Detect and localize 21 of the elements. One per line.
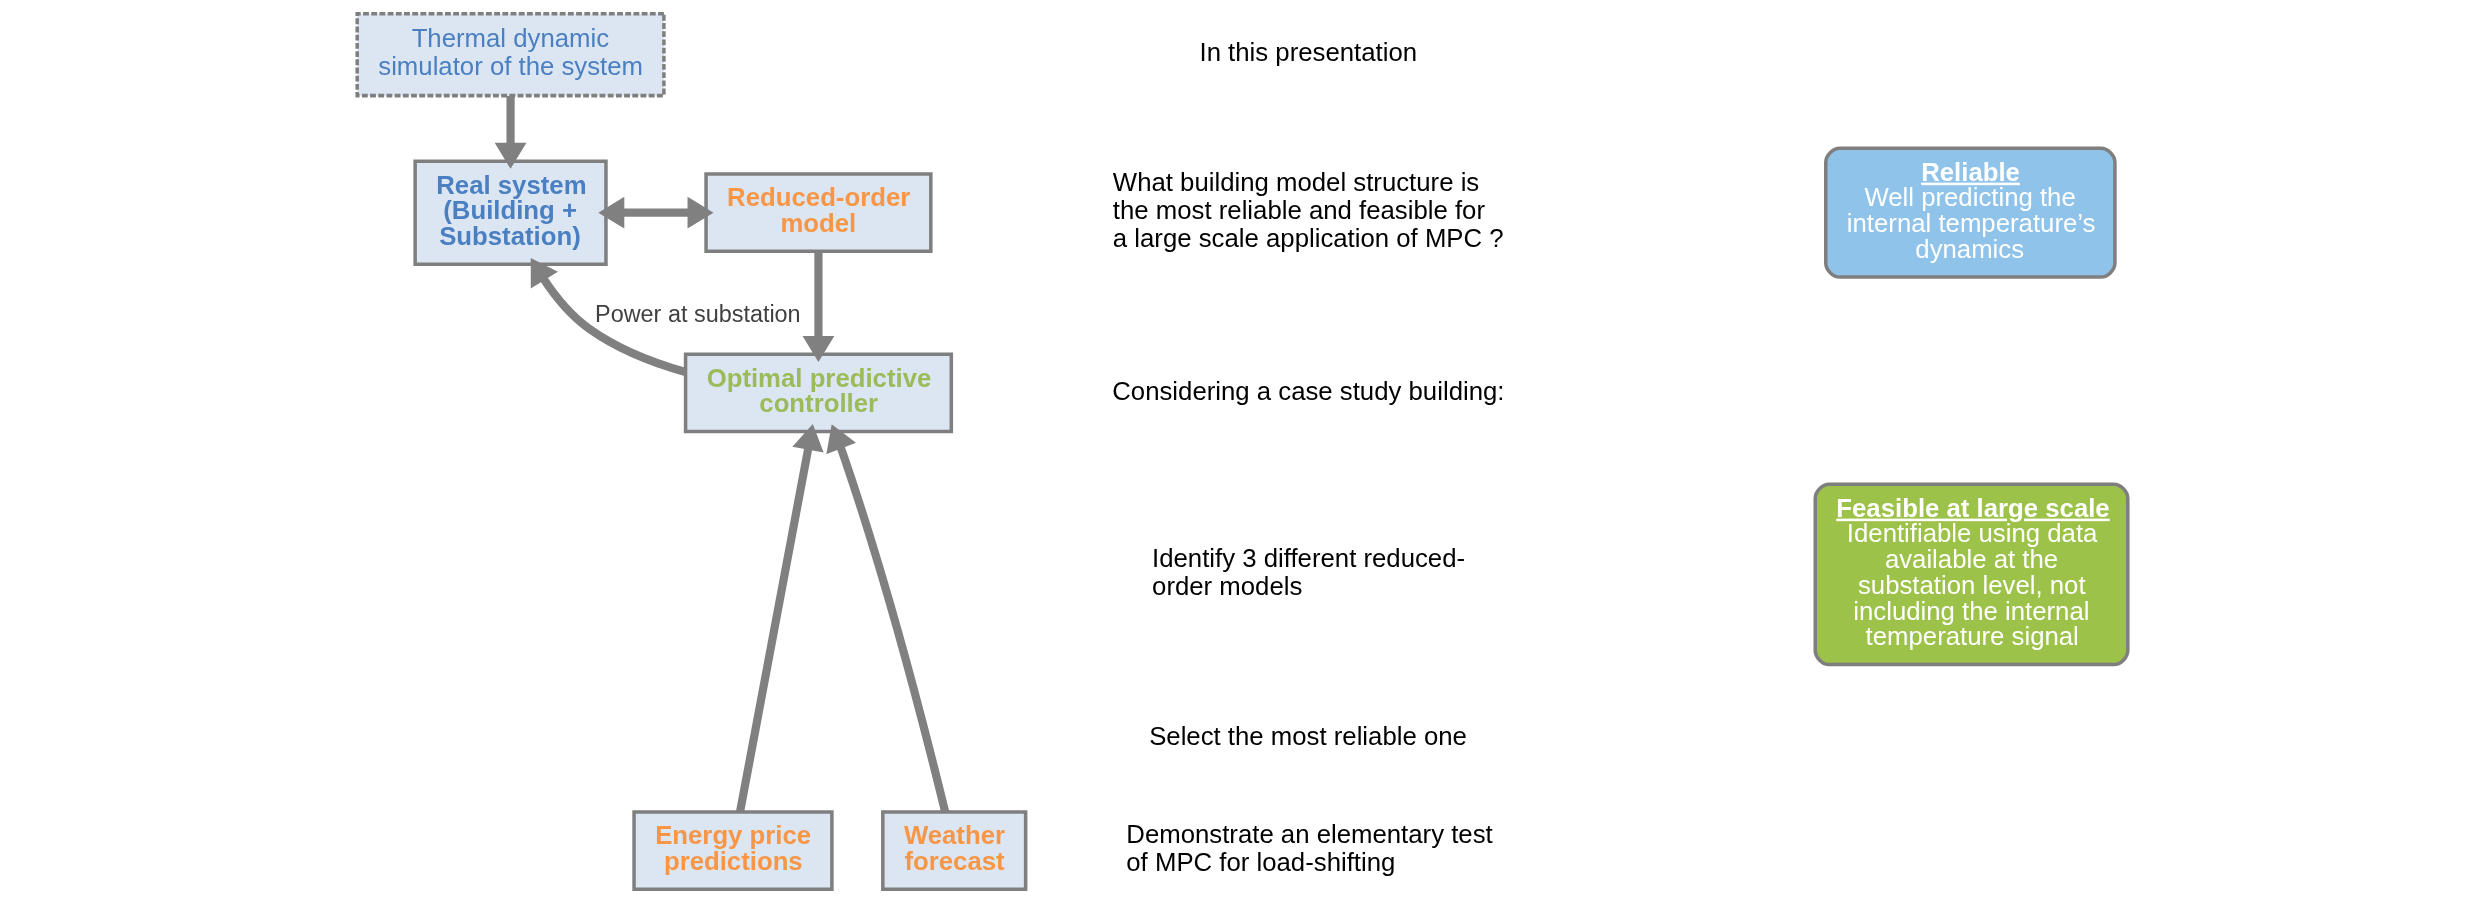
node-box: Real system (Building + Substation) [412, 158, 608, 266]
arrow [825, 423, 949, 813]
arrow [530, 257, 687, 376]
arrow [597, 196, 713, 229]
node-box: Energy price predictions [631, 809, 834, 891]
node-box: Weather forecast [880, 809, 1027, 891]
arrow [735, 423, 824, 813]
arrow [802, 251, 834, 362]
label: Demonstrate an elementary test of MPC for load-shifting [1125, 819, 1493, 876]
node-box: Reduced-order model [703, 171, 933, 253]
label: Considering a case study building: [1111, 376, 1504, 405]
node-box: Thermal dynamic simulator of the system [354, 11, 666, 97]
node-box: Feasible at large scale Identifiable using data available at the substation level, not including the internal temperature signal [1812, 482, 2130, 666]
label: Select the most reliable one [1148, 721, 1467, 750]
label: Identify 3 different reduced-order models [1151, 543, 1465, 600]
label: What building model structure is the most reliable and feasible for a large scale application of MPC ? [1112, 167, 1504, 252]
edge-label: Power at substation [594, 300, 801, 327]
node-box: Reliable Well predicting the internal temperature’s dynamics [1823, 146, 2117, 279]
arrow [494, 95, 526, 169]
node-box: Optimal predictive controller [683, 352, 953, 433]
label: In this presentation [1198, 37, 1417, 66]
